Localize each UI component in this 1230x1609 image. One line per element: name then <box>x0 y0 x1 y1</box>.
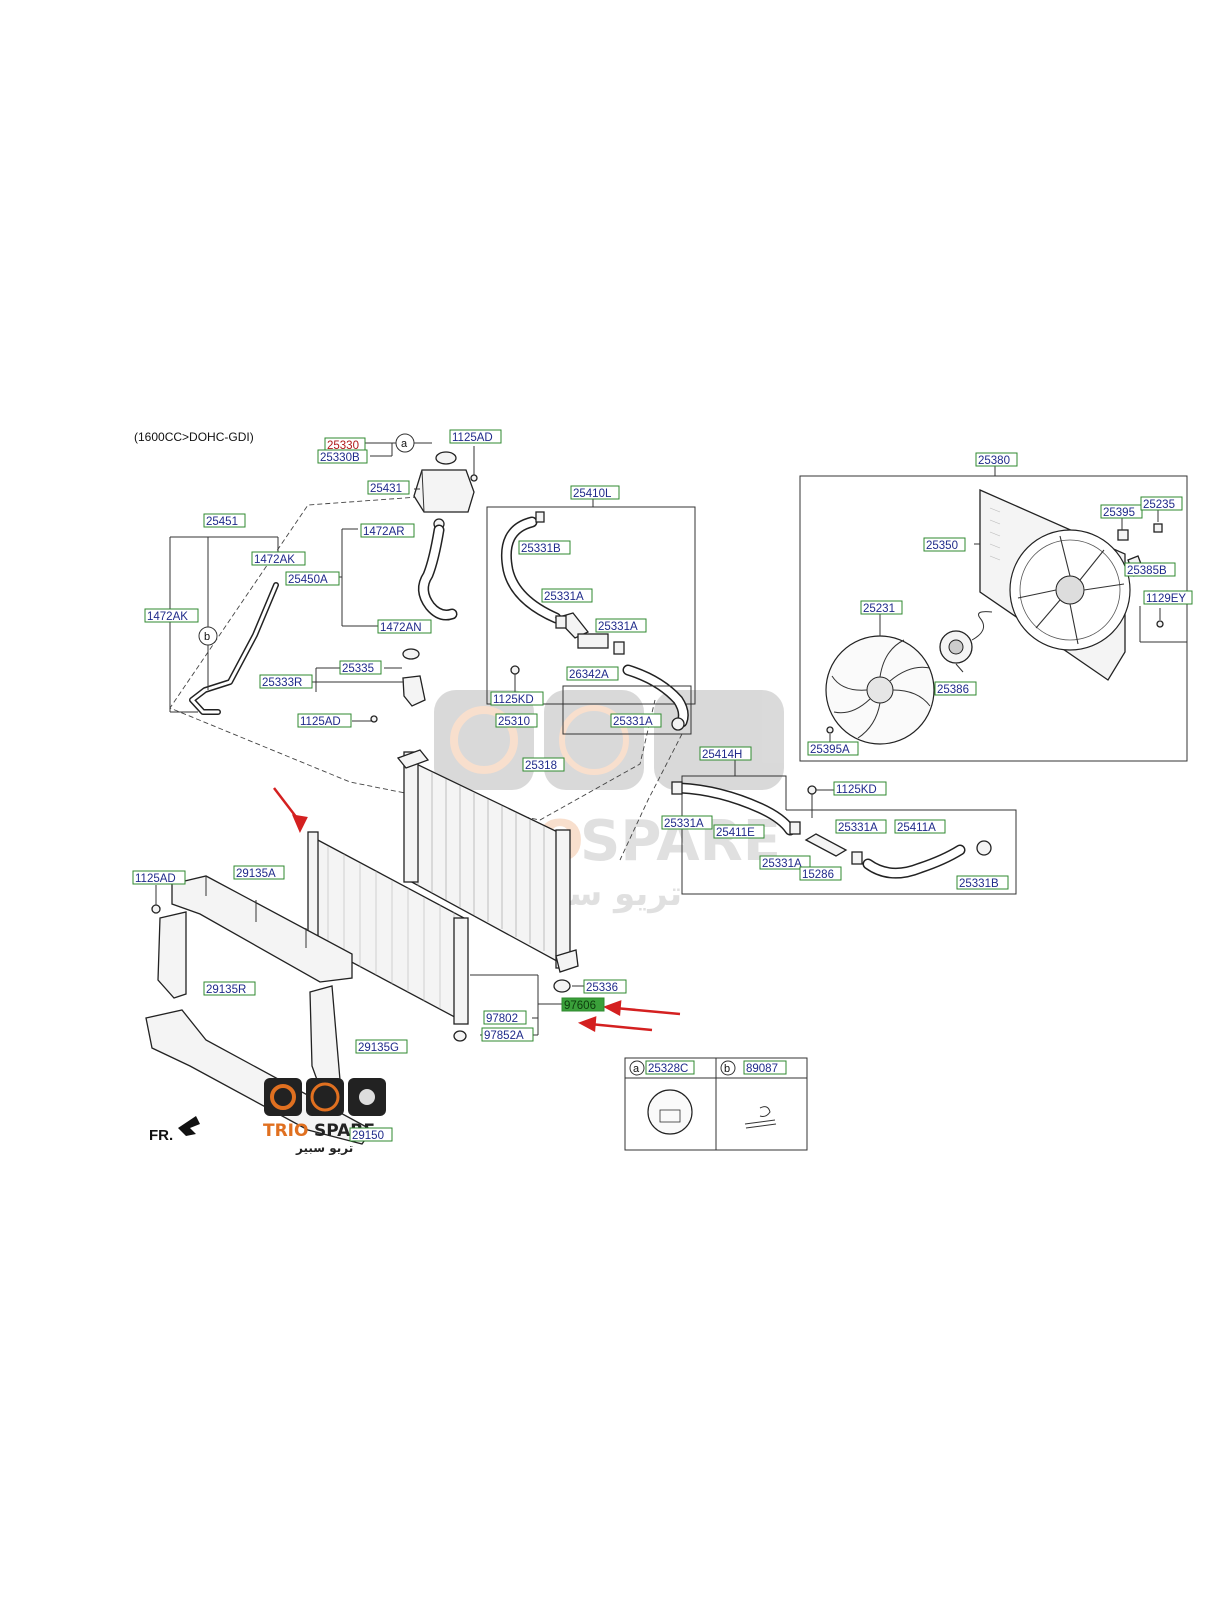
logo-arabic: تريو سبير <box>295 1141 353 1156</box>
radiator-core <box>396 749 579 973</box>
condenser-core <box>307 831 469 1025</box>
callouts: 25330 25330B 1125AD 25431 25451 1472AR 1… <box>132 429 1193 1142</box>
reservoir-tank <box>413 451 475 530</box>
callout-26342A[interactable]: 26342A <box>569 669 609 681</box>
callout-25331A-c[interactable]: 25331A <box>613 716 653 728</box>
callout-1472AR[interactable]: 1472AR <box>363 526 405 538</box>
callout-25231[interactable]: 25231 <box>863 603 895 615</box>
callout-25331A-f[interactable]: 25331A <box>762 858 802 870</box>
callout-25411E[interactable]: 25411E <box>716 827 755 839</box>
callout-1125AD-top[interactable]: 1125AD <box>452 432 493 444</box>
fan-blade <box>825 635 935 745</box>
callout-1125AD-left[interactable]: 1125AD <box>135 873 176 885</box>
callout-25450A[interactable]: 25450A <box>288 574 328 586</box>
callout-25395[interactable]: 25395 <box>1103 507 1135 519</box>
callout-25380[interactable]: 25380 <box>978 455 1010 467</box>
callout-25414H[interactable]: 25414H <box>702 749 742 761</box>
legend-a-letter: a <box>633 1063 640 1075</box>
callout-1125AD-mid[interactable]: 1125AD <box>300 716 341 728</box>
engine-spec-label: (1600CC>DOHC-GDI) <box>134 430 254 444</box>
callout-25385B[interactable]: 25385B <box>1127 565 1167 577</box>
radiator-support-upper <box>171 875 353 983</box>
callout-1472AK-a[interactable]: 1472AK <box>254 554 295 566</box>
fan-motor <box>939 611 993 664</box>
callout-29150[interactable]: 29150 <box>352 1130 384 1142</box>
callout-97852A[interactable]: 97852A <box>484 1030 524 1042</box>
callout-25333R[interactable]: 25333R <box>262 677 302 689</box>
callout-25336[interactable]: 25336 <box>586 982 618 994</box>
callout-1472AK-b[interactable]: 1472AK <box>147 611 188 623</box>
reservoir-group-outline <box>169 496 656 821</box>
legend-b-part[interactable]: 89087 <box>746 1063 778 1075</box>
front-direction-label: FR. <box>149 1127 173 1144</box>
logo-trio: TRIO <box>263 1121 308 1141</box>
air-guard-left <box>157 911 187 999</box>
callout-1472AN[interactable]: 1472AN <box>380 622 422 634</box>
callout-25310[interactable]: 25310 <box>498 716 530 728</box>
callout-29135R[interactable]: 29135R <box>206 984 246 996</box>
radiator-cap-icon <box>647 1089 693 1135</box>
ref-circle-a: a <box>401 438 408 450</box>
callout-29135A[interactable]: 29135A <box>236 868 276 880</box>
front-arrow-icon <box>178 1116 200 1136</box>
callout-25331A-a[interactable]: 25331A <box>544 591 584 603</box>
callout-25395A[interactable]: 25395A <box>810 744 850 756</box>
callout-97606-highlighted[interactable]: 97606 <box>564 1000 596 1012</box>
callout-25331A-e[interactable]: 25331A <box>838 822 878 834</box>
callout-25331B-b[interactable]: 25331B <box>959 878 999 890</box>
callout-25410L[interactable]: 25410L <box>573 488 612 500</box>
callout-25451[interactable]: 25451 <box>206 516 238 528</box>
callout-25331A-d[interactable]: 25331A <box>664 818 704 830</box>
callout-25318[interactable]: 25318 <box>525 760 557 772</box>
callout-25411A[interactable]: 25411A <box>897 822 936 834</box>
callout-25331A-b[interactable]: 25331A <box>598 621 638 633</box>
mount-insulator <box>553 979 571 993</box>
callout-25350[interactable]: 25350 <box>926 540 958 552</box>
callout-25386[interactable]: 25386 <box>937 684 969 696</box>
callout-1125KD-a[interactable]: 1125KD <box>493 694 534 706</box>
callout-25235[interactable]: 25235 <box>1143 499 1175 511</box>
upper-hose-group-box <box>486 506 696 705</box>
air-guard-right <box>309 985 341 1089</box>
callout-25431[interactable]: 25431 <box>370 483 402 495</box>
callout-1125KD-b[interactable]: 1125KD <box>836 784 877 796</box>
callout-25330B[interactable]: 25330B <box>320 452 360 464</box>
fan-shroud <box>979 489 1131 681</box>
legend-b-letter: b <box>724 1063 730 1075</box>
ref-circle-b: b <box>204 631 210 643</box>
callout-25330[interactable]: 25330 <box>327 440 359 452</box>
callout-1129EY[interactable]: 1129EY <box>1146 593 1186 605</box>
callout-25335[interactable]: 25335 <box>342 663 374 675</box>
callout-97802[interactable]: 97802 <box>486 1013 518 1025</box>
legend-a-part[interactable]: 25328C <box>648 1063 688 1075</box>
hose-clip-icon <box>744 1106 777 1129</box>
fan-group-box <box>799 475 1188 762</box>
callout-29135G[interactable]: 29135G <box>358 1042 399 1054</box>
highlight-arrows <box>273 787 681 1033</box>
callout-15286[interactable]: 15286 <box>802 869 834 881</box>
callout-25331B-a[interactable]: 25331B <box>521 543 561 555</box>
